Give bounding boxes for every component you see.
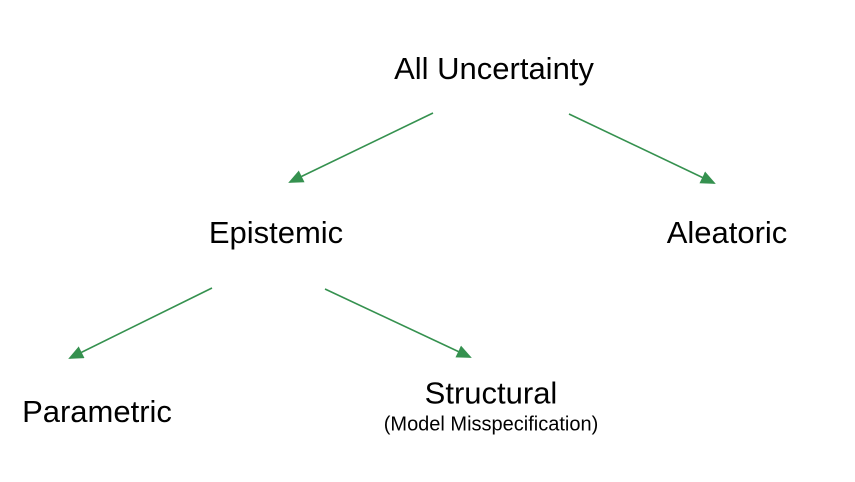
arrow-epistemic-to-structural xyxy=(324,288,472,358)
node-structural-label: Structural xyxy=(424,375,558,411)
arrow-epistemic-to-parametric xyxy=(68,287,213,359)
arrow-root-to-aleatoric xyxy=(568,113,716,184)
node-epistemic: Epistemic xyxy=(208,215,344,251)
node-all-uncertainty: All Uncertainty xyxy=(394,51,594,87)
node-structural-sublabel: (Model Misspecification) xyxy=(383,413,599,436)
node-aleatoric: Aleatoric xyxy=(666,215,788,251)
node-parametric: Parametric xyxy=(22,394,172,430)
node-structural: Structural (Model Misspecification) xyxy=(384,376,599,437)
arrow-root-to-epistemic xyxy=(288,112,434,183)
